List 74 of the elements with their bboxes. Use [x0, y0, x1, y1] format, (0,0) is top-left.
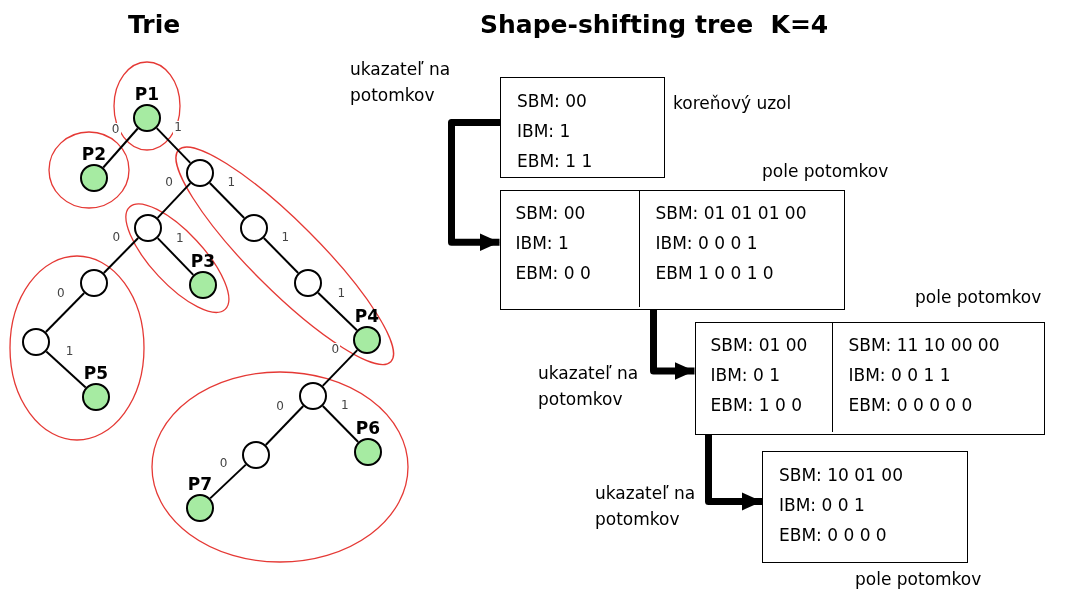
trie-node	[80, 269, 108, 297]
trie-edge	[156, 182, 192, 219]
edge-label: 0	[164, 175, 174, 189]
annotation-text: ukazateľ na potomkov	[595, 482, 697, 531]
grouping-ellipse	[152, 372, 408, 562]
grouping-ellipse	[125, 203, 229, 313]
trie-edge	[321, 405, 360, 443]
trie-node	[242, 441, 270, 469]
bitmap-text: EBM: 0 0 0 0 0	[848, 393, 973, 417]
bitmap-text: IBM: 0 0 1 1	[848, 363, 951, 387]
bitmap-text: SBM: 00	[515, 201, 586, 225]
node-caption: pole potomkov	[762, 160, 889, 183]
trie-edge	[102, 237, 140, 274]
edge-label: 1	[226, 175, 237, 189]
trie-edge	[155, 127, 192, 164]
child-array-box	[695, 322, 1045, 435]
bitmap-text: SBM: 00	[517, 90, 587, 113]
bitmap-text: SBM: 01 00	[710, 333, 808, 357]
trie-node	[134, 214, 162, 242]
bitmap-text: IBM: 0 0 1	[779, 494, 865, 517]
trie-edge	[44, 292, 86, 333]
heading: Trie	[128, 10, 181, 39]
grouping-ellipse	[49, 132, 129, 208]
bitmap-text: IBM: 1	[515, 231, 569, 255]
bitmap-text: EBM: 0 0	[515, 261, 591, 285]
annotation-text: ukazateľ na potomkov	[538, 362, 640, 411]
trie-node	[22, 328, 50, 356]
bitmap-text: EBM 1 0 0 1 0	[655, 261, 774, 285]
trie-edge	[317, 291, 358, 332]
trie-edge	[156, 237, 195, 276]
trie-edge	[262, 237, 300, 274]
node-caption: pole potomkov	[915, 286, 1042, 309]
edge-label: 0	[111, 230, 122, 244]
bitmap-text: SBM: 01 01 01 00	[655, 201, 807, 225]
trie-edge	[208, 182, 246, 219]
heading: Shape-shifting tree K=4	[480, 10, 829, 39]
child-array-box	[500, 190, 845, 310]
trie-edge	[102, 127, 139, 169]
node-label: P6	[355, 419, 381, 437]
node-label: P4	[354, 307, 380, 325]
node-box	[500, 77, 665, 178]
pointer-arrow	[448, 118, 500, 252]
trie-node	[240, 214, 268, 242]
edge-label: 0	[110, 122, 121, 136]
edge-label: 1	[280, 230, 291, 244]
trie-edge	[321, 349, 359, 387]
bitmap-text: IBM: 0 0 0 1	[655, 231, 758, 255]
edge-label: 1	[174, 231, 185, 245]
trie-node	[186, 159, 214, 187]
bitmap-text: IBM: 0 1	[710, 363, 780, 387]
node-label: P5	[83, 364, 109, 382]
edge-label: 1	[173, 120, 183, 134]
node-caption: koreňový uzol	[673, 92, 792, 115]
trie-node	[299, 382, 327, 410]
edge-label: 1	[64, 344, 75, 358]
bitmap-text: IBM: 1	[517, 120, 571, 143]
bitmap-text: EBM: 0 0 0 0	[779, 524, 887, 547]
node-box	[762, 451, 968, 563]
grouping-ellipse	[10, 256, 144, 440]
node-label: P7	[187, 475, 213, 493]
node-label: P3	[190, 252, 216, 270]
trie-node	[294, 269, 322, 297]
annotation-text: ukazateľ na potomkov	[350, 58, 452, 107]
bitmap-text: SBM: 10 01 00	[779, 464, 903, 487]
node-caption: pole potomkov	[855, 568, 982, 591]
node-label: P1	[134, 85, 160, 103]
trie-edge	[264, 405, 305, 446]
edge-label: 1	[336, 286, 347, 300]
bitmap-text: EBM: 1 1	[517, 150, 593, 173]
node-label: P2	[81, 145, 107, 163]
bitmap-text: EBM: 1 0 0	[710, 393, 802, 417]
bitmap-text: SBM: 11 10 00 00	[848, 333, 1000, 357]
trie-edge	[209, 463, 247, 500]
trie-edge	[45, 350, 87, 389]
